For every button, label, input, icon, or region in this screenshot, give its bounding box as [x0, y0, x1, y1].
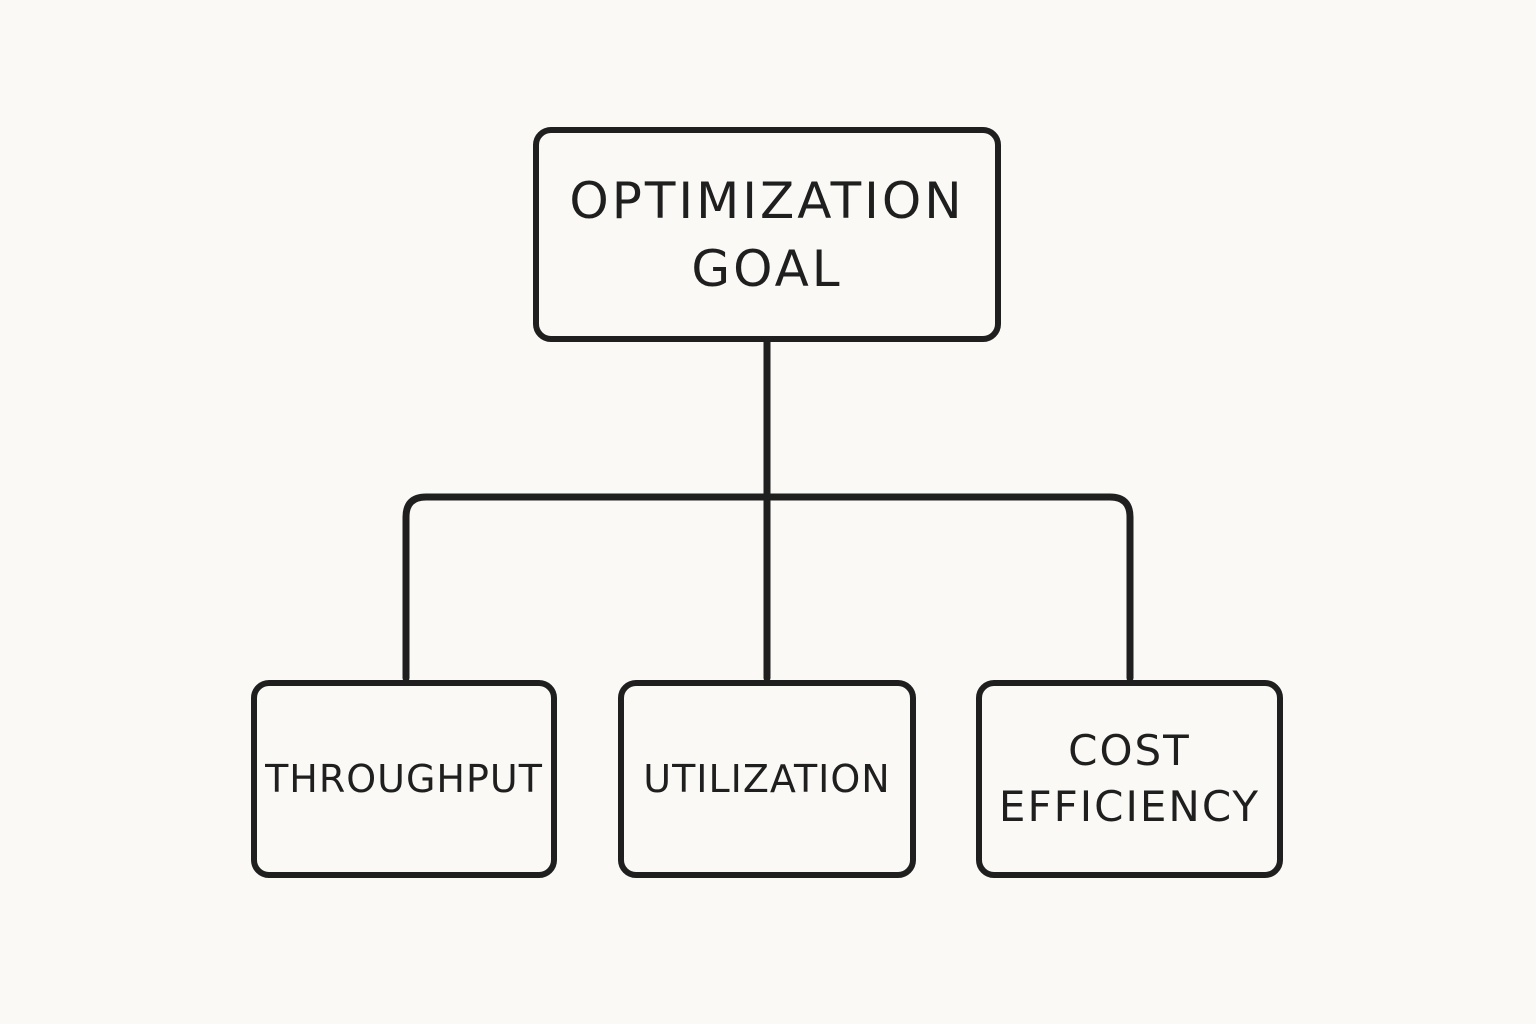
node-cost-efficiency-line1: COST [1068, 726, 1191, 775]
node-utilization: UTILIZATION [618, 680, 916, 878]
node-utilization-label: UTILIZATION [643, 757, 891, 801]
node-throughput: THROUGHPUT [251, 680, 557, 878]
node-throughput-label: THROUGHPUT [265, 757, 543, 801]
node-optimization-goal: OPTIMIZATION GOAL [533, 127, 1001, 342]
node-optimization-goal-line1: OPTIMIZATION [569, 171, 965, 230]
node-cost-efficiency: COST EFFICIENCY [976, 680, 1283, 878]
node-optimization-goal-line2: GOAL [691, 239, 843, 298]
node-cost-efficiency-line2: EFFICIENCY [998, 782, 1261, 831]
